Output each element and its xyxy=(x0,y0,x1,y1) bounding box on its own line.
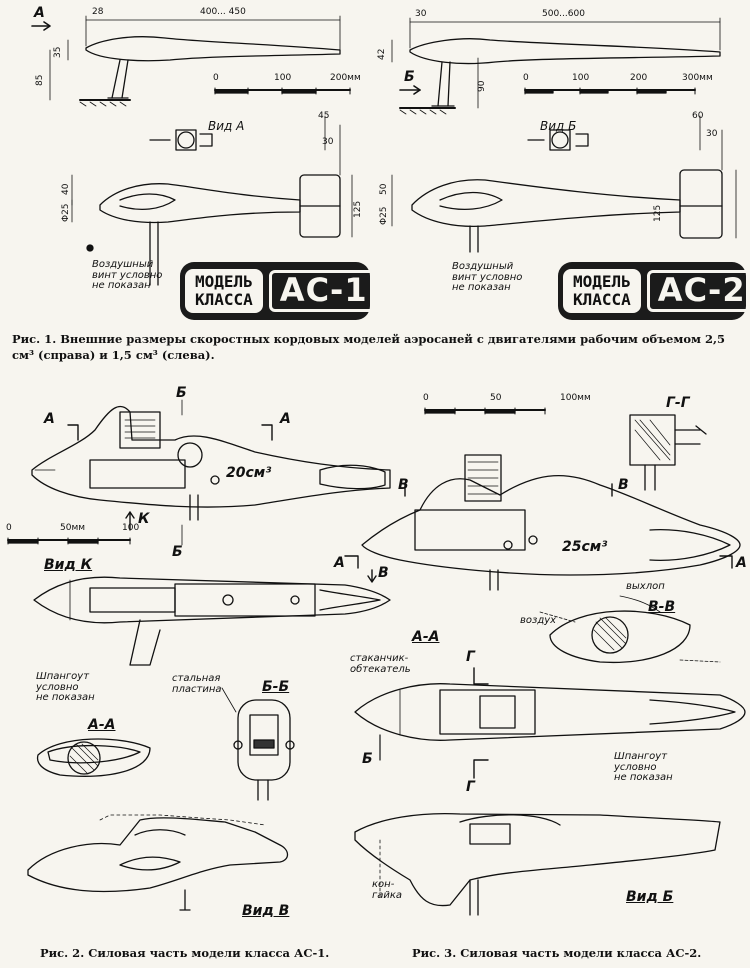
dim-length-right: 500...600 xyxy=(542,9,585,19)
dim-nose-left: 28 xyxy=(92,7,104,17)
dim-fuse-height-left: 35 xyxy=(53,46,63,58)
plate-ac1-bottom: КЛАССА xyxy=(195,290,253,309)
scale-right-200: 200 xyxy=(630,73,648,83)
view-a-label: Вид А xyxy=(208,119,245,133)
fig1-right-top-view xyxy=(391,115,737,253)
fig3-section-vv-label: В-В xyxy=(648,599,676,615)
fig2-view-k-label: Вид К xyxy=(44,557,93,573)
fig3-scale-0: 0 xyxy=(423,393,429,403)
fig2-scale-100: 100 xyxy=(122,523,140,533)
dim-tail-30-right: 30 xyxy=(706,129,718,139)
fig3-scale-100: 100мм xyxy=(560,393,591,403)
fig1-caption: Рис. 1. Внешние размеры скоростных кордо… xyxy=(12,332,725,362)
fig3-section-vv xyxy=(539,595,721,664)
fig2-view-k xyxy=(33,569,391,666)
fig3-sec-b: Б xyxy=(362,751,373,767)
fig1-right-side-view xyxy=(391,17,721,115)
fig1-left-side-view xyxy=(31,15,341,107)
fig2-sec-a-right: А xyxy=(280,411,291,427)
plate-ac2-bottom: КЛАССА xyxy=(573,290,631,309)
fig3-section-aa-label: А-А xyxy=(412,629,440,645)
fig2-side-section xyxy=(31,399,391,546)
fig3-sec-v-right: В xyxy=(618,477,629,493)
dim-125-left: 125 xyxy=(353,200,363,218)
fig2-plate-note: стальная пластина xyxy=(172,673,222,695)
dim-tail-60: 60 xyxy=(692,111,704,121)
fig3-sec-v-left: В xyxy=(398,477,409,493)
fig1-left-top-view xyxy=(71,115,353,286)
fig2-k-arrow: К xyxy=(138,511,150,527)
fig2-section-bb-label: Б-Б xyxy=(262,679,290,695)
fig3-air-label: воздух xyxy=(520,615,557,626)
fig3-caption: Рис. 3. Силовая часть модели класса АС-2… xyxy=(412,946,702,960)
fig3-section-gg-label: Г-Г xyxy=(666,395,690,411)
fig3-scale-50: 50 xyxy=(490,393,502,403)
dim-tail-45: 45 xyxy=(318,111,330,121)
fig3-cup-note: стаканчик- обтекатель xyxy=(350,653,411,675)
fig2-sec-b-bottom: Б xyxy=(172,544,183,560)
fig2-scale xyxy=(7,537,131,545)
fig3-exhaust-label: выхлоп xyxy=(626,581,665,592)
fig2-section-aa-label: А-А xyxy=(88,717,116,733)
fig2-sec-v: В xyxy=(378,565,389,581)
fig2-sec-b-top: Б xyxy=(176,385,187,401)
dim-40: 40 xyxy=(61,183,71,195)
scale-left-0: 0 xyxy=(213,73,219,83)
fig3-view-aa xyxy=(354,667,746,779)
scale-right-0: 0 xyxy=(523,73,529,83)
fig3-view-b xyxy=(354,813,721,916)
class-plate-ac1: МОДЕЛЬ КЛАССА АС-1 xyxy=(180,262,379,320)
scale-left-200: 200мм xyxy=(330,73,361,83)
dim-phi25-left: Φ25 xyxy=(61,203,71,222)
fig2-scale-0: 0 xyxy=(6,523,12,533)
plate-ac1-top: МОДЕЛЬ xyxy=(195,271,253,291)
fig3-section-gg xyxy=(629,414,707,491)
fig2-view-v xyxy=(27,814,289,911)
dim-total-height-left: 85 xyxy=(35,74,45,86)
dim-length-left: 400... 450 xyxy=(200,7,246,17)
fig3-engine-volume: 25см³ xyxy=(562,539,608,555)
propeller-note-left: Воздушный винт условно не показан xyxy=(92,259,163,291)
scale-left-100: 100 xyxy=(274,73,292,83)
plate-ac2-class: АС-2 xyxy=(646,270,750,312)
fig1-scale-right xyxy=(524,87,696,95)
fig2-engine-volume: 20см³ xyxy=(226,465,272,481)
dim-total-height-right: 90 xyxy=(477,80,487,92)
fig1-scale-left xyxy=(214,87,351,95)
fig2-section-bb xyxy=(221,687,295,801)
dim-phi25-right: Φ25 xyxy=(379,206,389,225)
view-arrow-b-label: Б xyxy=(404,69,415,85)
fig2-sec-a-left: А xyxy=(44,411,55,427)
fig3-side-section xyxy=(344,454,741,591)
dim-fuse-height-right: 42 xyxy=(377,48,387,60)
fig3-sec-g-bottom: Г xyxy=(466,779,475,795)
fig3-scale xyxy=(424,407,546,415)
view-arrow-a-label: A xyxy=(34,5,45,21)
fig3-sec-g-top: Г xyxy=(466,649,475,665)
dim-50: 50 xyxy=(379,183,389,195)
dim-tail-30-left: 30 xyxy=(322,137,334,147)
fig2-frame-note: Шпангоут условно не показан xyxy=(36,671,95,703)
fig3-sec-a-right: А xyxy=(736,555,747,571)
scale-right-300: 300мм xyxy=(682,73,713,83)
scale-right-100: 100 xyxy=(572,73,590,83)
fig3-sec-a-left: А xyxy=(334,555,345,571)
view-b-label: Вид Б xyxy=(540,119,577,133)
fig3-frame-note: Шпангоут условно не показан xyxy=(614,751,673,783)
fig2-section-aa xyxy=(36,738,151,777)
fig3-nut-note: кон- гайка xyxy=(372,879,403,901)
fig2-view-v-label: Вид В xyxy=(242,903,290,919)
class-plate-ac2: МОДЕЛЬ КЛАССА АС-2 xyxy=(558,262,750,320)
dim-125-right: 125 xyxy=(653,204,663,222)
dim-nose-right: 30 xyxy=(415,9,427,19)
fig3-view-b-label: Вид Б xyxy=(626,889,674,905)
propeller-note-right: Воздушный винт условно не показан xyxy=(452,261,523,293)
plate-ac1-class: АС-1 xyxy=(268,270,379,312)
fig2-scale-50: 50мм xyxy=(60,523,86,533)
fig2-caption: Рис. 2. Силовая часть модели класса АС-1… xyxy=(40,946,330,960)
plate-ac2-top: МОДЕЛЬ xyxy=(573,271,631,291)
